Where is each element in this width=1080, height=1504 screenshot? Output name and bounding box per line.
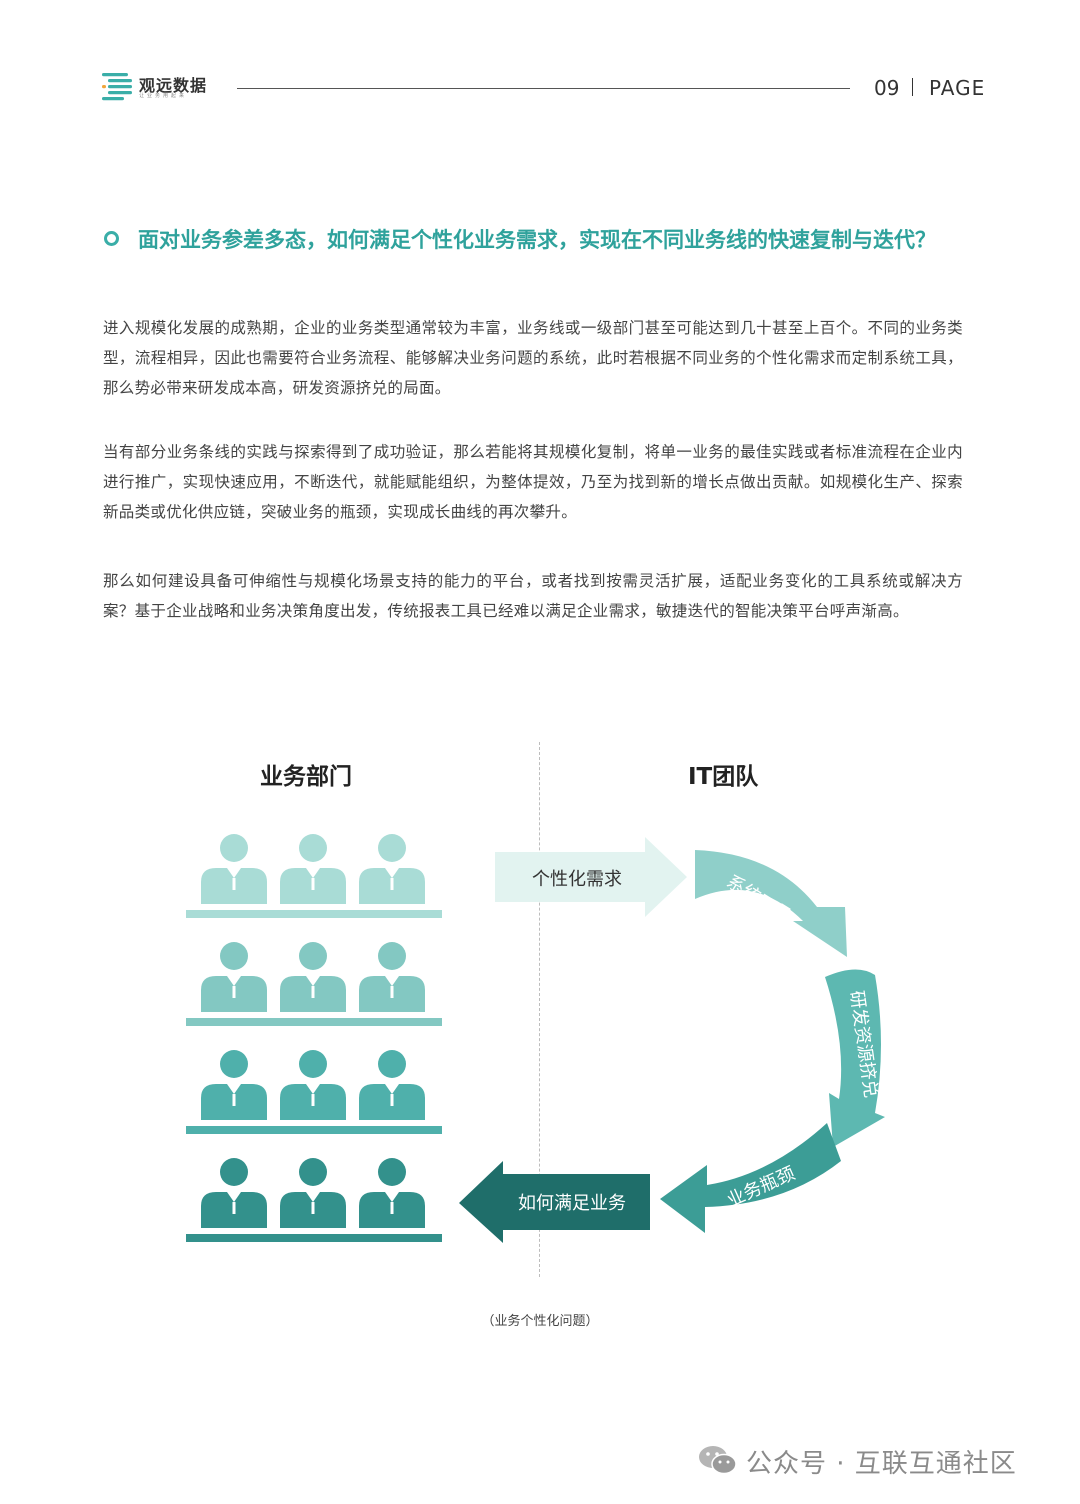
system-tools-arrow	[695, 850, 847, 957]
desk-bar	[186, 1234, 442, 1242]
person-icon	[359, 1050, 425, 1120]
page-separator	[912, 78, 913, 96]
section-title: 面对业务参差多态，如何满足个性化业务需求，实现在不同业务线的快速复制与迭代？	[138, 228, 936, 252]
diagram-caption: （业务个性化问题）	[481, 1314, 599, 1329]
paragraph: 那么如何建设具备可伸缩性与规模化场景支持的能力的平台，或者找到按需灵活扩展，适配…	[103, 572, 963, 620]
person-icon	[201, 1050, 267, 1120]
header-rule	[237, 88, 850, 89]
business-bottleneck-arrow	[660, 1123, 841, 1233]
desk-bar	[186, 1018, 442, 1026]
page-number: 09	[874, 76, 900, 100]
demand-arrow	[495, 837, 687, 917]
person-icon	[280, 834, 346, 904]
person-icon	[280, 1158, 346, 1228]
person-icon	[201, 834, 267, 904]
logo-tagline: 让业务用起来	[139, 93, 188, 99]
business-people-illustration	[186, 834, 442, 1242]
watermark-text: 公众号 · 互联互通社区	[746, 1449, 1017, 1479]
desk-bar	[186, 910, 442, 918]
it-flow-illustration: 个性化需求 系统工具 研发资源挤兑 业务瓶颈 如何满足业务	[459, 837, 885, 1243]
page-word: PAGE	[929, 76, 986, 100]
person-icon	[280, 942, 346, 1012]
rd-resources-arrow	[825, 969, 885, 1147]
diagram-divider	[539, 742, 540, 1277]
business-dept-title: 业务部门	[260, 764, 352, 790]
it-team-title: IT团队	[688, 764, 759, 790]
flow-label-satisfy: 如何满足业务	[518, 1193, 626, 1214]
logo-name: 观远数据	[139, 76, 208, 95]
person-icon	[201, 1158, 267, 1228]
heading-bullet-icon	[104, 231, 119, 246]
wechat-icon	[699, 1446, 737, 1475]
person-icon	[359, 834, 425, 904]
logo-icon	[102, 73, 132, 101]
person-icon	[359, 1158, 425, 1228]
person-icon	[201, 942, 267, 1012]
paragraph: 进入规模化发展的成熟期，企业的业务类型通常较为丰富，业务线或一级部门甚至可能达到…	[103, 319, 963, 397]
how-to-satisfy-arrow	[459, 1161, 650, 1243]
paragraph: 当有部分业务条线的实践与探索得到了成功验证，那么若能将其规模化复制，将单一业务的…	[103, 443, 963, 521]
flow-label-demand: 个性化需求	[532, 869, 622, 890]
desk-bar	[186, 1126, 442, 1134]
person-icon	[280, 1050, 346, 1120]
person-icon	[359, 942, 425, 1012]
